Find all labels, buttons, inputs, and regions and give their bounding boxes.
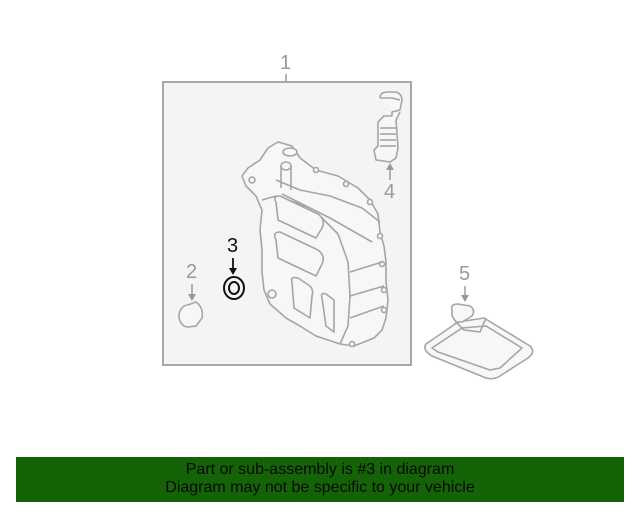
info-banner: Part or sub-assembly is #3 in diagram Di… <box>16 457 624 502</box>
plug-part-2-icon <box>178 301 204 328</box>
seal-ring-part-3-icon <box>223 276 245 300</box>
parts-diagram <box>162 74 534 380</box>
callout-2-label: 2 <box>186 261 198 283</box>
callout-1-label: 1 <box>280 52 292 74</box>
sensor-part-4-icon <box>373 91 403 163</box>
valve-body-pan-icon <box>241 141 389 348</box>
banner-disclaimer: Diagram may not be specific to your vehi… <box>165 479 475 496</box>
callout-5-label: 5 <box>459 263 471 285</box>
callout-4-label: 4 <box>384 181 396 203</box>
banner-part-reference: Part or sub-assembly is #3 in diagram <box>185 461 455 478</box>
filter-part-5-icon <box>424 303 534 380</box>
callout-3-label: 3 <box>227 235 239 257</box>
